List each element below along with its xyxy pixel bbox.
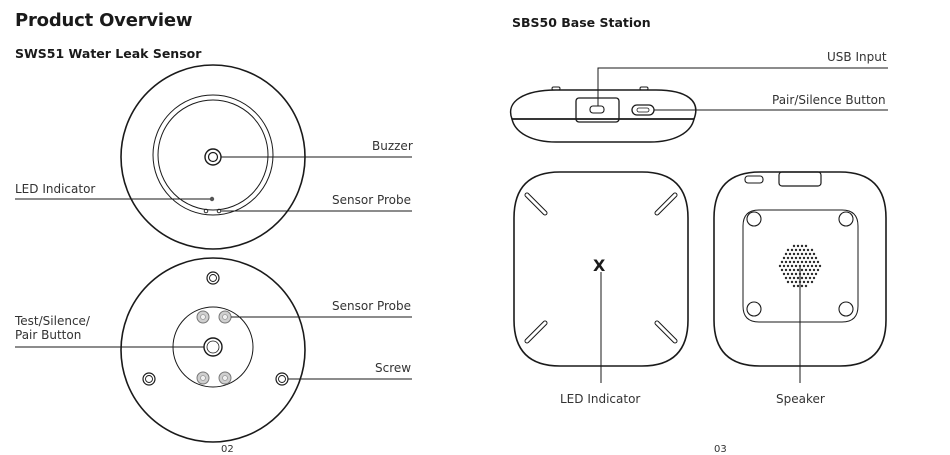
label-test-button-line2: Pair Button <box>15 329 81 341</box>
label-pair-silence-button: Pair/Silence Button <box>772 94 886 106</box>
label-base-led-indicator: LED Indicator <box>560 393 640 405</box>
speaker-grille <box>779 245 821 287</box>
label-screw: Screw <box>375 362 411 374</box>
label-led-indicator: LED Indicator <box>15 183 95 195</box>
base-station-logo: X <box>593 256 605 275</box>
sensor-bottom-view <box>121 258 305 442</box>
page-number-left: 02 <box>221 444 234 455</box>
label-sensor-probe-top: Sensor Probe <box>332 194 411 206</box>
page-number-right: 03 <box>714 444 727 455</box>
label-speaker: Speaker <box>776 393 825 405</box>
label-sensor-probe-bottom: Sensor Probe <box>332 300 411 312</box>
label-test-button-line1: Test/Silence/ <box>15 315 90 327</box>
label-buzzer: Buzzer <box>372 140 413 152</box>
label-usb-input: USB Input <box>827 51 887 63</box>
base-station-side-view <box>511 87 696 142</box>
